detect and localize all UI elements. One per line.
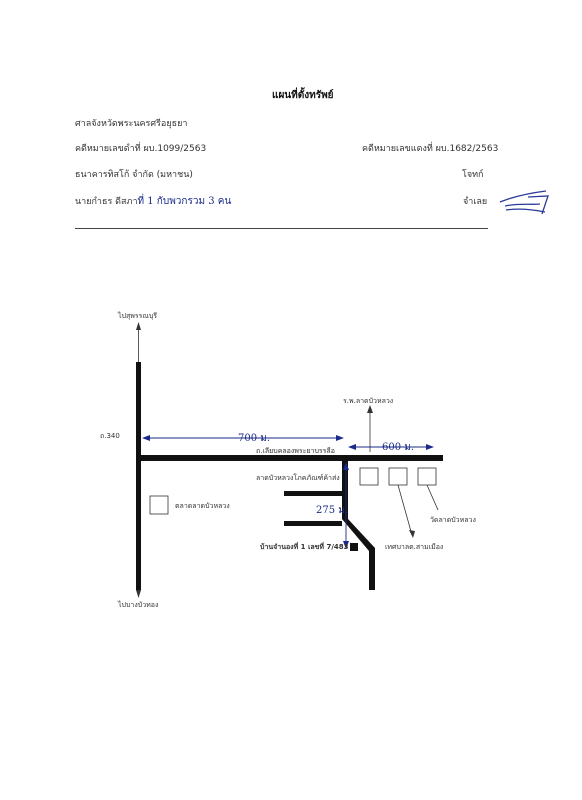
road-340 [136,362,141,590]
plaintiff-role: โจทก์ [462,170,484,180]
property-marker [350,543,358,551]
label-to-bangbuathong: ไปบางบัวทอง [118,601,159,609]
label-hospital: ร.พ.ลาดบัวหลวง [343,397,394,405]
branch-road-1 [284,491,342,496]
label-property: บ้านจำนองที่ 1 เลขที่ 7/483 [260,543,349,551]
label-market-near: ลาดบัวหลวงโภคภัณฑ์ค้าส่ง [256,474,340,482]
defendant-line: นายกำธร ดีสภาที่ 1 กับพวกรวม 3 คน [75,194,231,209]
building-box-1 [359,467,379,486]
red-case-number: คดีหมายเลขแดงที่ ผบ.1682/2563 [362,144,499,154]
label-dist-600: 600 ม. [382,442,415,453]
road-canal [141,455,443,461]
label-temple: วัดลาดบัวหลวง [430,516,476,524]
label-municipality: เทศบาลต.สามเมือง [385,543,444,551]
label-dist-700: 700 ม. [238,433,271,444]
defendant-role: จำเลย [463,197,488,207]
label-dist-275: 275 ม. [316,505,349,516]
branch-road-2 [284,521,342,526]
label-to-suphan: ไปสุพรรณบุรี [118,312,158,320]
defendant-name: นายกำธร ดีสภา [75,197,138,207]
page-title: แผนที่ตั้งทรัพย์ [272,90,334,101]
label-road-340: ถ.340 [100,432,120,440]
header-divider [75,228,488,229]
plaintiff-name: ธนาคารทิสโก้ จำกัด (มหาชน) [75,170,193,180]
label-road-canal: ถ.เลียบคลองพระยาบรรลือ [256,447,335,455]
label-market: ตลาดลาดบัวหลวง [175,502,230,510]
building-box-2 [388,467,408,486]
building-box-3 [417,467,437,486]
defendant-handwritten: ที่ 1 กับพวกรวม 3 คน [137,196,232,207]
black-case-number: คดีหมายเลขดำที่ ผบ.1099/2563 [75,144,207,154]
side-road [342,461,348,519]
market-box [149,495,169,515]
court-name: ศาลจังหวัดพระนครศรีอยุธยา [75,119,188,129]
